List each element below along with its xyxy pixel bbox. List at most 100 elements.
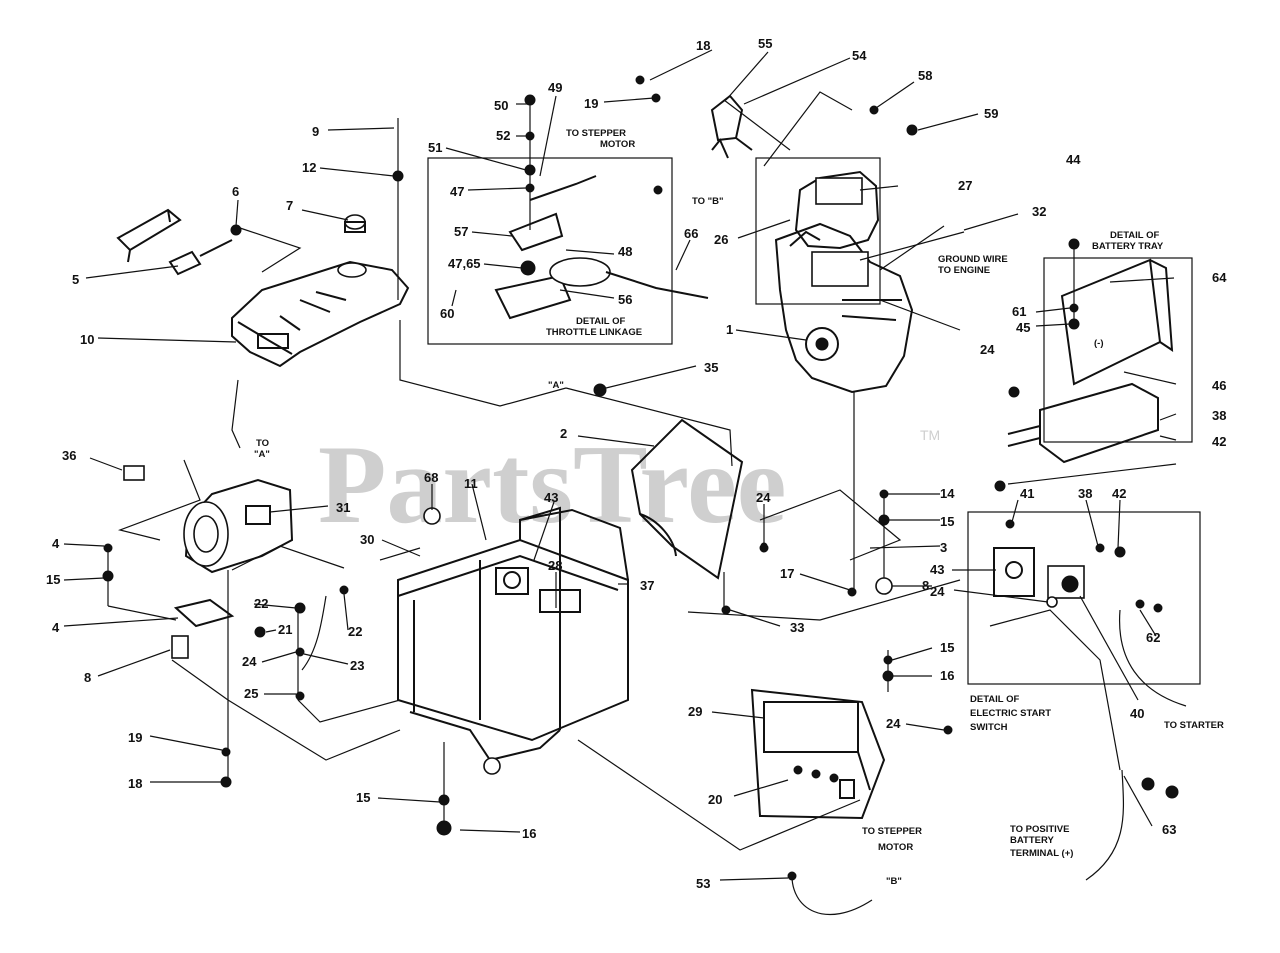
callout-32: 32 bbox=[1032, 204, 1046, 219]
callout-16-right: 16 bbox=[940, 668, 954, 683]
label-a-marker: "A" bbox=[548, 380, 564, 391]
callout-56: 56 bbox=[618, 292, 632, 307]
callout-5: 5 bbox=[72, 272, 79, 287]
callout-26: 26 bbox=[714, 232, 728, 247]
callout-12: 12 bbox=[302, 160, 316, 175]
callout-38-battery: 38 bbox=[1212, 408, 1226, 423]
frame bbox=[397, 506, 629, 775]
label-battery-tray-2: BATTERY TRAY bbox=[1092, 241, 1164, 252]
callout-35: 35 bbox=[704, 360, 718, 375]
callout-44: 44 bbox=[1066, 152, 1081, 167]
callout-14: 14 bbox=[940, 486, 955, 501]
throttle-linkage-detail-box bbox=[427, 157, 673, 345]
label-to-stepper-motor-bottom-1: TO STEPPER bbox=[862, 826, 922, 837]
label-to-stepper-motor-top-2: MOTOR bbox=[600, 139, 635, 150]
callout-30: 30 bbox=[360, 532, 374, 547]
callout-36: 36 bbox=[62, 448, 76, 463]
label-ground-wire-2: TO ENGINE bbox=[938, 265, 990, 276]
callout-17: 17 bbox=[780, 566, 794, 581]
engine bbox=[774, 170, 914, 394]
callout-59: 59 bbox=[984, 106, 998, 121]
label-minus: (-) bbox=[1094, 338, 1104, 349]
callout-4-top: 4 bbox=[52, 536, 60, 551]
callout-15-left: 15 bbox=[46, 572, 60, 587]
callout-42-switch: 42 bbox=[1112, 486, 1126, 501]
callout-16-frame: 16 bbox=[522, 826, 536, 841]
callout-8-left: 8 bbox=[84, 670, 91, 685]
label-electric-start-3: SWITCH bbox=[970, 722, 1008, 733]
throttle-linkage bbox=[494, 175, 709, 320]
callout-43-switch: 43 bbox=[930, 562, 944, 577]
label-battery-tray-1: DETAIL OF bbox=[1110, 230, 1159, 241]
callout-18: 18 bbox=[696, 38, 710, 53]
callout-61: 61 bbox=[1012, 304, 1026, 319]
label-to-starter: TO STARTER bbox=[1164, 720, 1224, 731]
callout-54: 54 bbox=[852, 48, 867, 63]
callout-49: 49 bbox=[548, 80, 562, 95]
callout-37: 37 bbox=[640, 578, 654, 593]
electric-start-switch bbox=[993, 547, 1085, 599]
callout-7: 7 bbox=[286, 198, 293, 213]
callout-24-switch: 24 bbox=[930, 584, 945, 599]
callout-45: 45 bbox=[1016, 320, 1030, 335]
label-electric-start-1: DETAIL OF bbox=[970, 694, 1019, 705]
part-callouts: 18 55 54 58 59 50 49 19 9 52 51 47 12 6 … bbox=[46, 36, 1227, 891]
callout-58: 58 bbox=[918, 68, 932, 83]
callout-63: 63 bbox=[1162, 822, 1176, 837]
label-electric-start-2: ELECTRIC START bbox=[970, 708, 1051, 719]
callout-24-left: 24 bbox=[242, 654, 257, 669]
callout-31: 31 bbox=[336, 500, 350, 515]
callout-29: 29 bbox=[688, 704, 702, 719]
callout-3: 3 bbox=[940, 540, 947, 555]
callout-15-frame: 15 bbox=[356, 790, 370, 805]
callout-42-battery: 42 bbox=[1212, 434, 1226, 449]
callout-22-right: 22 bbox=[348, 624, 362, 639]
callout-10: 10 bbox=[80, 332, 94, 347]
callout-62: 62 bbox=[1146, 630, 1160, 645]
callout-23: 23 bbox=[350, 658, 364, 673]
callout-9: 9 bbox=[312, 124, 319, 139]
callout-15-right: 15 bbox=[940, 640, 954, 655]
diagram-labels: TO STEPPER MOTOR DETAIL OF THROTTLE LINK… bbox=[254, 128, 1224, 887]
callout-60: 60 bbox=[440, 306, 454, 321]
control-panel bbox=[750, 688, 886, 820]
callout-20: 20 bbox=[708, 792, 722, 807]
callout-41: 41 bbox=[1020, 486, 1034, 501]
callout-27: 27 bbox=[958, 178, 972, 193]
label-to-stepper-motor-top-1: TO STEPPER bbox=[566, 128, 626, 139]
callout-68: 68 bbox=[424, 470, 438, 485]
callout-51: 51 bbox=[428, 140, 442, 155]
engine-detail-box bbox=[755, 157, 881, 305]
callout-24-panel: 24 bbox=[886, 716, 901, 731]
callout-53: 53 bbox=[696, 876, 710, 891]
callout-57: 57 bbox=[454, 224, 468, 239]
callout-8-engine: 8 bbox=[922, 578, 929, 593]
callout-19-left: 19 bbox=[128, 730, 142, 745]
leader-lines bbox=[63, 49, 1177, 881]
callout-52: 52 bbox=[496, 128, 510, 143]
label-ground-wire-1: GROUND WIRE bbox=[938, 254, 1008, 265]
callout-48: 48 bbox=[618, 244, 632, 259]
assembly-guides bbox=[107, 91, 1121, 851]
fuel-tank bbox=[231, 260, 410, 368]
label-to-b: TO "B" bbox=[692, 196, 724, 207]
battery-tray bbox=[1007, 258, 1174, 464]
label-to-stepper-motor-bottom-2: MOTOR bbox=[878, 842, 913, 853]
cover-panel bbox=[630, 418, 744, 580]
callout-1: 1 bbox=[726, 322, 733, 337]
callout-55: 55 bbox=[758, 36, 772, 51]
callout-33: 33 bbox=[790, 620, 804, 635]
fuel-valve bbox=[168, 239, 233, 276]
tank-bracket bbox=[116, 208, 182, 263]
label-positive-terminal-2: BATTERY bbox=[1010, 835, 1054, 846]
alternator bbox=[183, 478, 294, 574]
electric-start-detail-box bbox=[967, 511, 1201, 685]
callout-38-switch: 38 bbox=[1078, 486, 1092, 501]
callout-25: 25 bbox=[244, 686, 258, 701]
callout-2: 2 bbox=[560, 426, 567, 441]
callout-66: 66 bbox=[684, 226, 698, 241]
callout-22-left: 22 bbox=[254, 596, 268, 611]
label-positive-terminal-3: TERMINAL (+) bbox=[1010, 848, 1073, 859]
callout-46: 46 bbox=[1212, 378, 1226, 393]
label-detail-throttle-1: DETAIL OF bbox=[576, 316, 625, 327]
